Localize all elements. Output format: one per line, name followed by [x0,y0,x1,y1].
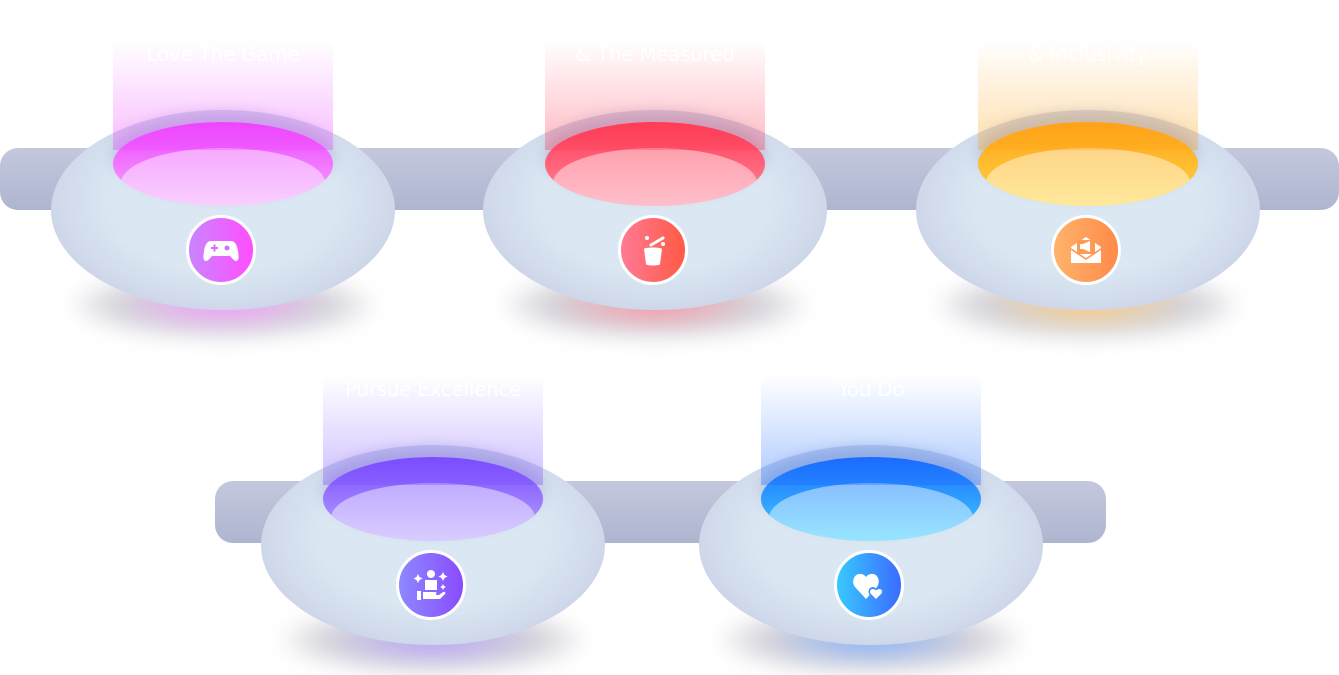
pod-label: You Do [837,377,905,401]
pod-label: & The Measured [575,42,735,66]
pod-liquid [545,122,765,206]
magic-hat-icon [618,215,688,285]
pod-2: & The Measured [483,40,827,340]
hearts-icon [834,550,904,620]
pod-5: You Do [699,375,1043,675]
person-sparkle-hand-icon [396,550,466,620]
pod-label: Pursue Excellence [344,377,522,401]
pod-liquid [323,457,543,541]
pod-liquid [978,122,1198,206]
pod-liquid [113,122,333,206]
light-beam [761,375,981,485]
light-beam [978,40,1198,150]
mail-megaphone-icon [1051,215,1121,285]
pod-4: Pursue Excellence [261,375,605,675]
light-beam [113,40,333,150]
pod-label: Love The Game [146,42,300,66]
gamepad-icon [186,215,256,285]
pod-3: & Inclusivity [916,40,1260,340]
pod-label: & Inclusivity [1028,42,1148,66]
light-beam [323,375,543,485]
light-beam [545,40,765,150]
pod-liquid [761,457,981,541]
pod-1: Love The Game [51,40,395,340]
